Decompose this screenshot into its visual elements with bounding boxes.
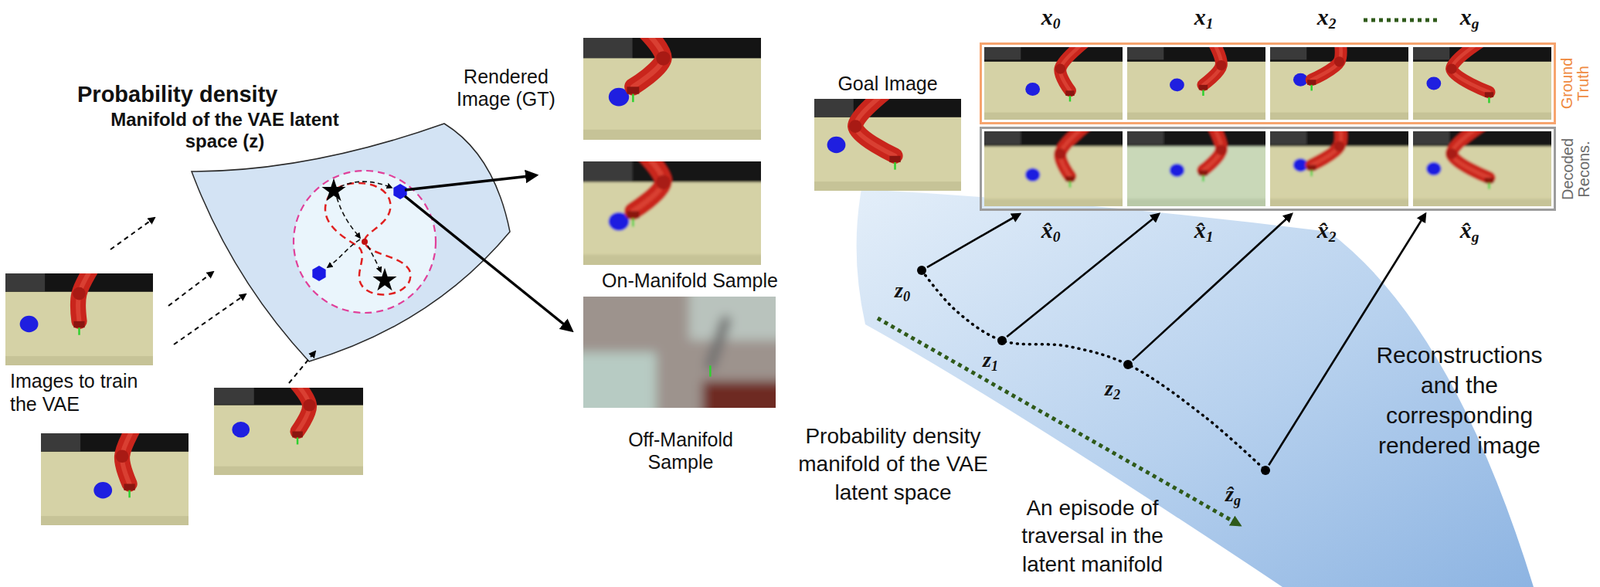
density-region (293, 170, 436, 313)
trajectory-arrow (339, 181, 392, 188)
image-panel: Off-Manifold Sample (583, 296, 776, 408)
caption-note: An episode of traversal in the latent ma… (999, 494, 1186, 579)
math-symbol: ẑg (1198, 482, 1268, 508)
node-label: Decoded Recons. (1559, 126, 1592, 211)
sequence-dots (1363, 18, 1441, 23)
image-row-box: Decoded Recons. (979, 126, 1556, 211)
math-symbol: z0 (867, 278, 938, 304)
robot-scene (583, 161, 761, 265)
training-arrow (173, 294, 246, 345)
math-symbol: x̂2 (1291, 217, 1362, 245)
image-panel: Rendered Image (GT) (583, 37, 761, 140)
math-symbol: x̂0 (1015, 217, 1086, 245)
training-arrow (288, 351, 316, 384)
math-symbol: z2 (1077, 377, 1148, 402)
caption-note: Reconstructions and the corresponding re… (1358, 339, 1561, 461)
robot-scene (984, 47, 1123, 120)
math-symbol: x̂g (1434, 217, 1505, 245)
image-row-box: Ground Truth (979, 42, 1556, 125)
robot-scene (1127, 47, 1266, 120)
math-symbol: x2 (1291, 3, 1362, 31)
latent-point (917, 265, 927, 276)
robot-scene (214, 387, 364, 476)
sample-arrow (404, 175, 537, 191)
hexagon-marker (312, 265, 326, 282)
panel-heading: Probability density (77, 81, 371, 108)
robot-scene (984, 131, 1123, 207)
robot-scene (814, 98, 962, 191)
trajectory-arrow (336, 197, 361, 238)
robot-scene (1270, 47, 1409, 120)
off-manifold-scene (583, 296, 776, 408)
density-boundary (293, 170, 436, 313)
latent-point (1123, 360, 1133, 370)
star-marker (372, 268, 397, 292)
node-label: On-Manifold Sample (570, 269, 810, 293)
training-arrow (168, 271, 214, 306)
trajectory-arrow (327, 239, 361, 268)
node-label: Rendered Image (GT) (440, 65, 572, 111)
decode-arrow (1006, 214, 1159, 337)
math-symbol: z1 (955, 348, 1026, 374)
caption-note: Probability density manifold of the VAE … (773, 422, 1013, 507)
center-dot (361, 238, 368, 245)
robot-scene (5, 273, 153, 366)
math-symbol: xg (1434, 3, 1505, 31)
decode-arrow (927, 214, 1020, 268)
node-label: Goal Image (811, 72, 965, 96)
panel-subheading: Manifold of the VAE latent space (z) (108, 108, 341, 152)
robot-scene (1270, 131, 1409, 207)
decode-arrow (1132, 214, 1292, 361)
latent-point (1260, 465, 1271, 476)
image-panel: Goal Image (814, 98, 962, 191)
math-symbol: x̂1 (1168, 217, 1239, 245)
latent-point (997, 336, 1007, 346)
robot-scene (40, 433, 189, 526)
density-contour (325, 183, 411, 295)
training-arrow (110, 217, 155, 250)
trajectory-arrow (367, 245, 381, 272)
star-marker (321, 178, 346, 202)
node-label: Ground Truth (1559, 42, 1592, 125)
node-label: Off-Manifold Sample (611, 428, 751, 474)
robot-scene (1413, 47, 1552, 120)
caption-note: Images to train the VAE (10, 369, 165, 416)
robot-scene (1413, 131, 1552, 207)
sample-arrow (404, 196, 572, 331)
math-symbol: x0 (1015, 3, 1086, 31)
math-symbol: x1 (1168, 3, 1239, 31)
image-panel: On-Manifold Sample (583, 161, 761, 265)
robot-scene (1127, 131, 1266, 207)
robot-scene (583, 37, 761, 140)
